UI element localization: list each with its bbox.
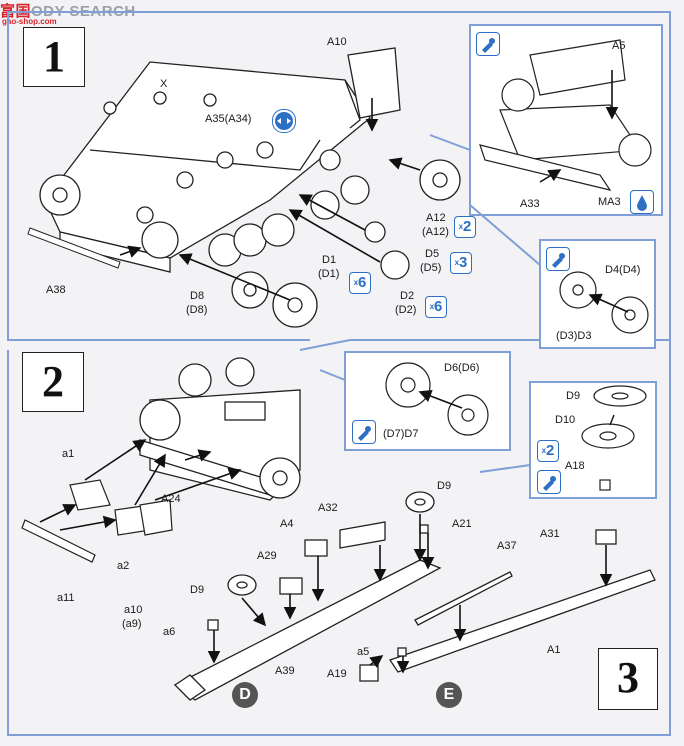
cement-icon xyxy=(352,420,376,444)
part-label-a5: A5 xyxy=(612,40,626,52)
part-label-a33: A33 xyxy=(520,198,540,210)
part-label-a24: A24 xyxy=(161,493,181,505)
part-label-a9: (a9) xyxy=(122,618,142,630)
part-label-x: X xyxy=(160,78,168,90)
part-label-ma3: MA3 xyxy=(598,196,621,208)
part-label-a2: a2 xyxy=(117,560,130,572)
movable-part-icon xyxy=(272,109,296,133)
cement-icon xyxy=(546,247,570,271)
part-label-a29: A29 xyxy=(257,550,277,562)
cement-icon xyxy=(537,470,561,494)
qty-badge-a12: x2 xyxy=(454,216,476,238)
part-label-a4: A4 xyxy=(280,518,294,530)
part-label-d4: D4(D4) xyxy=(605,264,641,276)
qty-badge-d1: x6 xyxy=(349,272,371,294)
part-label-d8: D8 xyxy=(190,290,205,302)
part-label-a37: A37 xyxy=(497,540,517,552)
part-label-a10: A10 xyxy=(327,36,347,48)
callout-e: E xyxy=(436,682,462,708)
qty-badge-d5: x3 xyxy=(450,252,472,274)
part-label-a38: A38 xyxy=(46,284,66,296)
part-label-d2: D2 xyxy=(400,290,415,302)
part-label-a10-lower: a10 xyxy=(124,604,143,616)
part-label-a18: A18 xyxy=(565,460,585,472)
part-label-d9-inset: D9 xyxy=(566,390,581,402)
part-label-d8-alt: (D8) xyxy=(186,304,208,316)
part-label-a11: a11 xyxy=(57,592,75,604)
part-label-d9-step3-left: D9 xyxy=(190,584,205,596)
part-label-d5-alt: (D5) xyxy=(420,262,442,274)
part-label-a1: A1 xyxy=(547,644,561,656)
water-drop-icon xyxy=(630,190,654,214)
part-label-d3: (D3)D3 xyxy=(556,330,592,342)
qty-badge-d2: x6 xyxy=(425,296,447,318)
watermark-site: gao-shop.com xyxy=(2,17,57,26)
step-3-number: 3 xyxy=(598,648,658,710)
step-1-number: 1 xyxy=(23,27,85,87)
part-label-a12-alt: (A12) xyxy=(422,226,449,238)
part-label-a5-lower: a5 xyxy=(357,646,370,658)
callout-d: D xyxy=(232,682,258,708)
step-2-number: 2 xyxy=(22,352,84,412)
part-label-a21: A21 xyxy=(452,518,472,530)
part-label-d10: D10 xyxy=(555,414,576,426)
part-label-a6: a6 xyxy=(163,626,176,638)
part-label-d6: D6(D6) xyxy=(444,362,480,374)
part-label-a31: A31 xyxy=(540,528,560,540)
qty-badge-d10: x2 xyxy=(537,440,559,462)
part-label-d1: D1 xyxy=(322,254,337,266)
part-label-d7: (D7)D7 xyxy=(383,428,419,440)
part-label-d9-step3: D9 xyxy=(437,480,452,492)
part-label-a32: A32 xyxy=(318,502,338,514)
part-label-d5: D5 xyxy=(425,248,440,260)
part-label-a1-lower: a1 xyxy=(62,448,75,460)
cement-icon xyxy=(476,32,500,56)
part-label-a19: A19 xyxy=(327,668,347,680)
part-label-a35: A35(A34) xyxy=(205,113,252,125)
part-label-a39: A39 xyxy=(275,665,295,677)
part-label-d2-alt: (D2) xyxy=(395,304,417,316)
part-label-d1-alt: (D1) xyxy=(318,268,340,280)
part-label-a12: A12 xyxy=(426,212,446,224)
